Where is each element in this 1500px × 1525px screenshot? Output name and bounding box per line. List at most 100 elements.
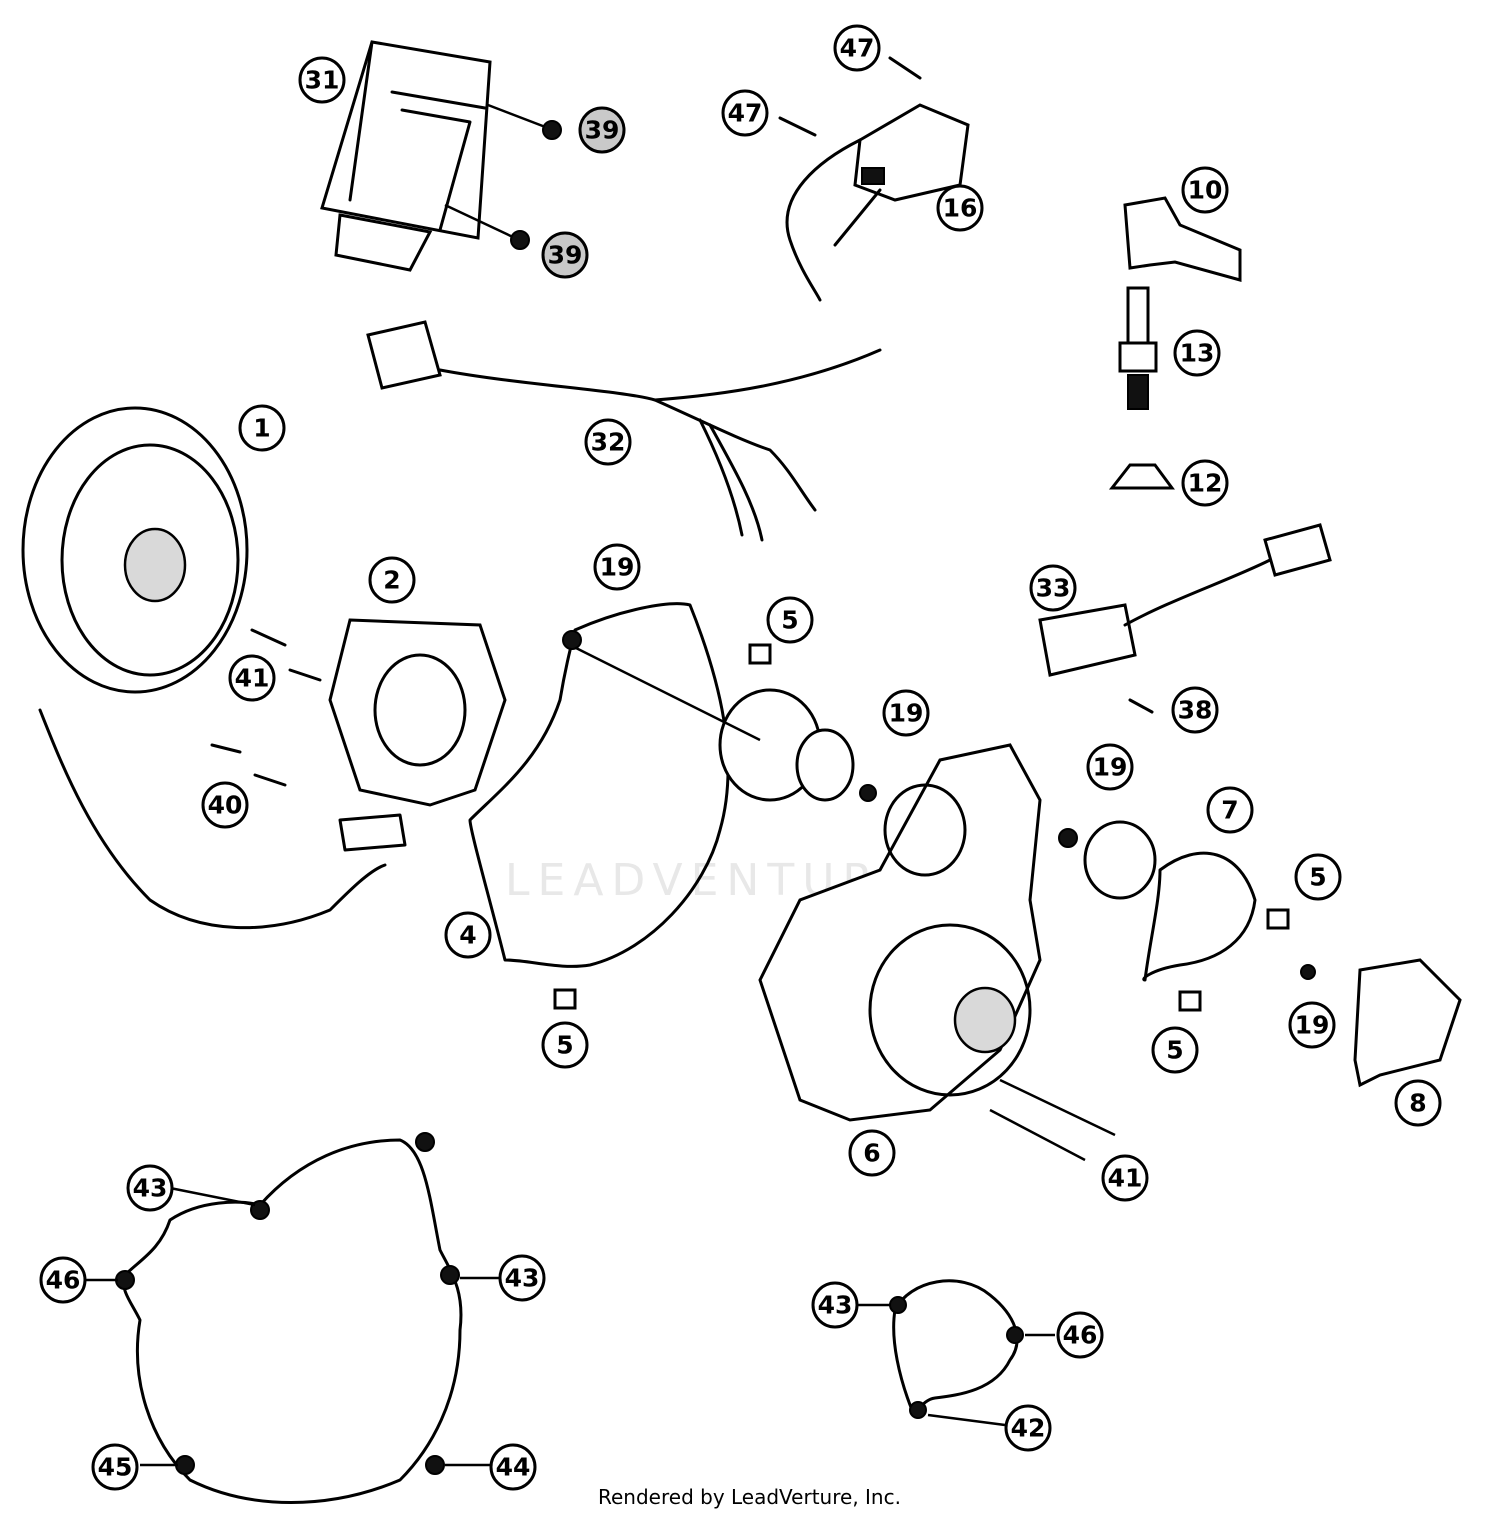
svg-text:5: 5 bbox=[556, 1031, 573, 1060]
dowel bbox=[553, 988, 577, 1010]
nut-19 bbox=[1058, 828, 1078, 848]
part-wiring-harness bbox=[366, 320, 882, 542]
callout-33: 33 bbox=[1029, 564, 1077, 612]
callout-13: 13 bbox=[1173, 329, 1221, 377]
svg-text:41: 41 bbox=[1108, 1164, 1143, 1193]
callout-5: 5 bbox=[1294, 853, 1342, 901]
nut-19 bbox=[1300, 964, 1316, 980]
svg-text:38: 38 bbox=[1178, 696, 1213, 725]
nut-19 bbox=[562, 630, 582, 650]
render-credit: Rendered by LeadVerture, Inc. bbox=[598, 1485, 901, 1509]
callout-32: 32 bbox=[584, 418, 632, 466]
part-flywheel bbox=[21, 406, 249, 694]
svg-text:41: 41 bbox=[235, 664, 270, 693]
part-spark-plug bbox=[1118, 286, 1158, 410]
callout-16: 16 bbox=[936, 184, 984, 232]
part-spark-plug-cap bbox=[1123, 196, 1242, 282]
svg-text:46: 46 bbox=[1063, 1321, 1098, 1350]
callout-38: 38 bbox=[1171, 686, 1219, 734]
part-plug-washer bbox=[1108, 463, 1175, 490]
svg-text:47: 47 bbox=[728, 99, 763, 128]
svg-text:43: 43 bbox=[133, 1174, 168, 1203]
bolts-40-41 bbox=[210, 628, 322, 787]
svg-text:6: 6 bbox=[863, 1139, 880, 1168]
part-ignition-unit bbox=[320, 40, 492, 272]
svg-text:4: 4 bbox=[459, 921, 476, 950]
part-stator bbox=[328, 618, 507, 852]
callout-6: 6 bbox=[848, 1129, 896, 1177]
svg-text:13: 13 bbox=[1180, 339, 1215, 368]
svg-text:43: 43 bbox=[818, 1291, 853, 1320]
svg-text:2: 2 bbox=[383, 566, 400, 595]
part-small-gasket bbox=[1142, 851, 1257, 982]
callout-5: 5 bbox=[1151, 1026, 1199, 1074]
callout-4: 4 bbox=[444, 911, 492, 959]
part-gasket bbox=[468, 602, 730, 968]
screw-39 bbox=[542, 120, 562, 140]
svg-text:5: 5 bbox=[781, 606, 798, 635]
callout-45: 45 bbox=[91, 1443, 139, 1491]
callout-1: 1 bbox=[238, 404, 286, 452]
svg-text:1: 1 bbox=[253, 414, 270, 443]
callout-44: 44 bbox=[489, 1443, 537, 1491]
callout-19: 19 bbox=[1288, 1001, 1336, 1049]
svg-text:16: 16 bbox=[943, 194, 978, 223]
callout-10: 10 bbox=[1181, 166, 1229, 214]
callout-40: 40 bbox=[201, 781, 249, 829]
svg-text:46: 46 bbox=[46, 1266, 81, 1295]
callout-46: 46 bbox=[39, 1256, 87, 1304]
callout-19: 19 bbox=[882, 689, 930, 737]
bolt-47 bbox=[778, 116, 817, 137]
callout-19: 19 bbox=[1086, 743, 1134, 791]
callout-47: 47 bbox=[721, 89, 769, 137]
dowel bbox=[1178, 990, 1202, 1012]
svg-text:10: 10 bbox=[1188, 176, 1223, 205]
screw-39 bbox=[510, 230, 530, 250]
part-gear-7 bbox=[1083, 820, 1157, 900]
callout-8: 8 bbox=[1394, 1079, 1442, 1127]
svg-text:19: 19 bbox=[600, 553, 635, 582]
callout-39: 39 bbox=[541, 231, 589, 279]
callout-19: 19 bbox=[593, 543, 641, 591]
bolt-38 bbox=[1128, 698, 1154, 714]
svg-text:45: 45 bbox=[98, 1453, 133, 1482]
svg-text:40: 40 bbox=[208, 791, 243, 820]
part-starter-gear bbox=[718, 688, 855, 802]
callout-5: 5 bbox=[766, 596, 814, 644]
dowel bbox=[748, 643, 772, 665]
leader-line bbox=[444, 203, 516, 240]
leader-line bbox=[487, 103, 549, 130]
svg-text:19: 19 bbox=[1093, 753, 1128, 782]
svg-text:31: 31 bbox=[305, 66, 340, 95]
callout-5: 5 bbox=[541, 1021, 589, 1069]
svg-text:19: 19 bbox=[889, 699, 924, 728]
leader-line bbox=[569, 643, 761, 742]
callout-43: 43 bbox=[126, 1164, 174, 1212]
part-large-gasket-detail bbox=[122, 1138, 463, 1504]
callout-12: 12 bbox=[1181, 459, 1229, 507]
svg-text:5: 5 bbox=[1309, 863, 1326, 892]
svg-text:5: 5 bbox=[1166, 1036, 1183, 1065]
part-regulator bbox=[1038, 523, 1332, 677]
callout-31: 31 bbox=[298, 56, 346, 104]
svg-text:7: 7 bbox=[1221, 796, 1238, 825]
callout-43: 43 bbox=[811, 1281, 859, 1329]
callout-42: 42 bbox=[1004, 1404, 1052, 1452]
svg-text:33: 33 bbox=[1036, 574, 1071, 603]
bolt-41 bbox=[999, 1078, 1116, 1137]
svg-text:39: 39 bbox=[548, 241, 583, 270]
part-ignition-cover bbox=[758, 743, 1042, 1122]
callout-43: 43 bbox=[498, 1254, 546, 1302]
callout-41: 41 bbox=[228, 654, 276, 702]
nut-19 bbox=[859, 784, 877, 802]
svg-text:32: 32 bbox=[591, 428, 626, 457]
bolt-47 bbox=[888, 56, 922, 80]
part-cover-8 bbox=[1353, 958, 1462, 1088]
callout-7: 7 bbox=[1206, 786, 1254, 834]
svg-text:44: 44 bbox=[496, 1453, 531, 1482]
callout-2: 2 bbox=[368, 556, 416, 604]
dowel bbox=[1266, 908, 1290, 930]
stator-wire bbox=[38, 708, 387, 930]
bolt-41 bbox=[989, 1108, 1086, 1162]
